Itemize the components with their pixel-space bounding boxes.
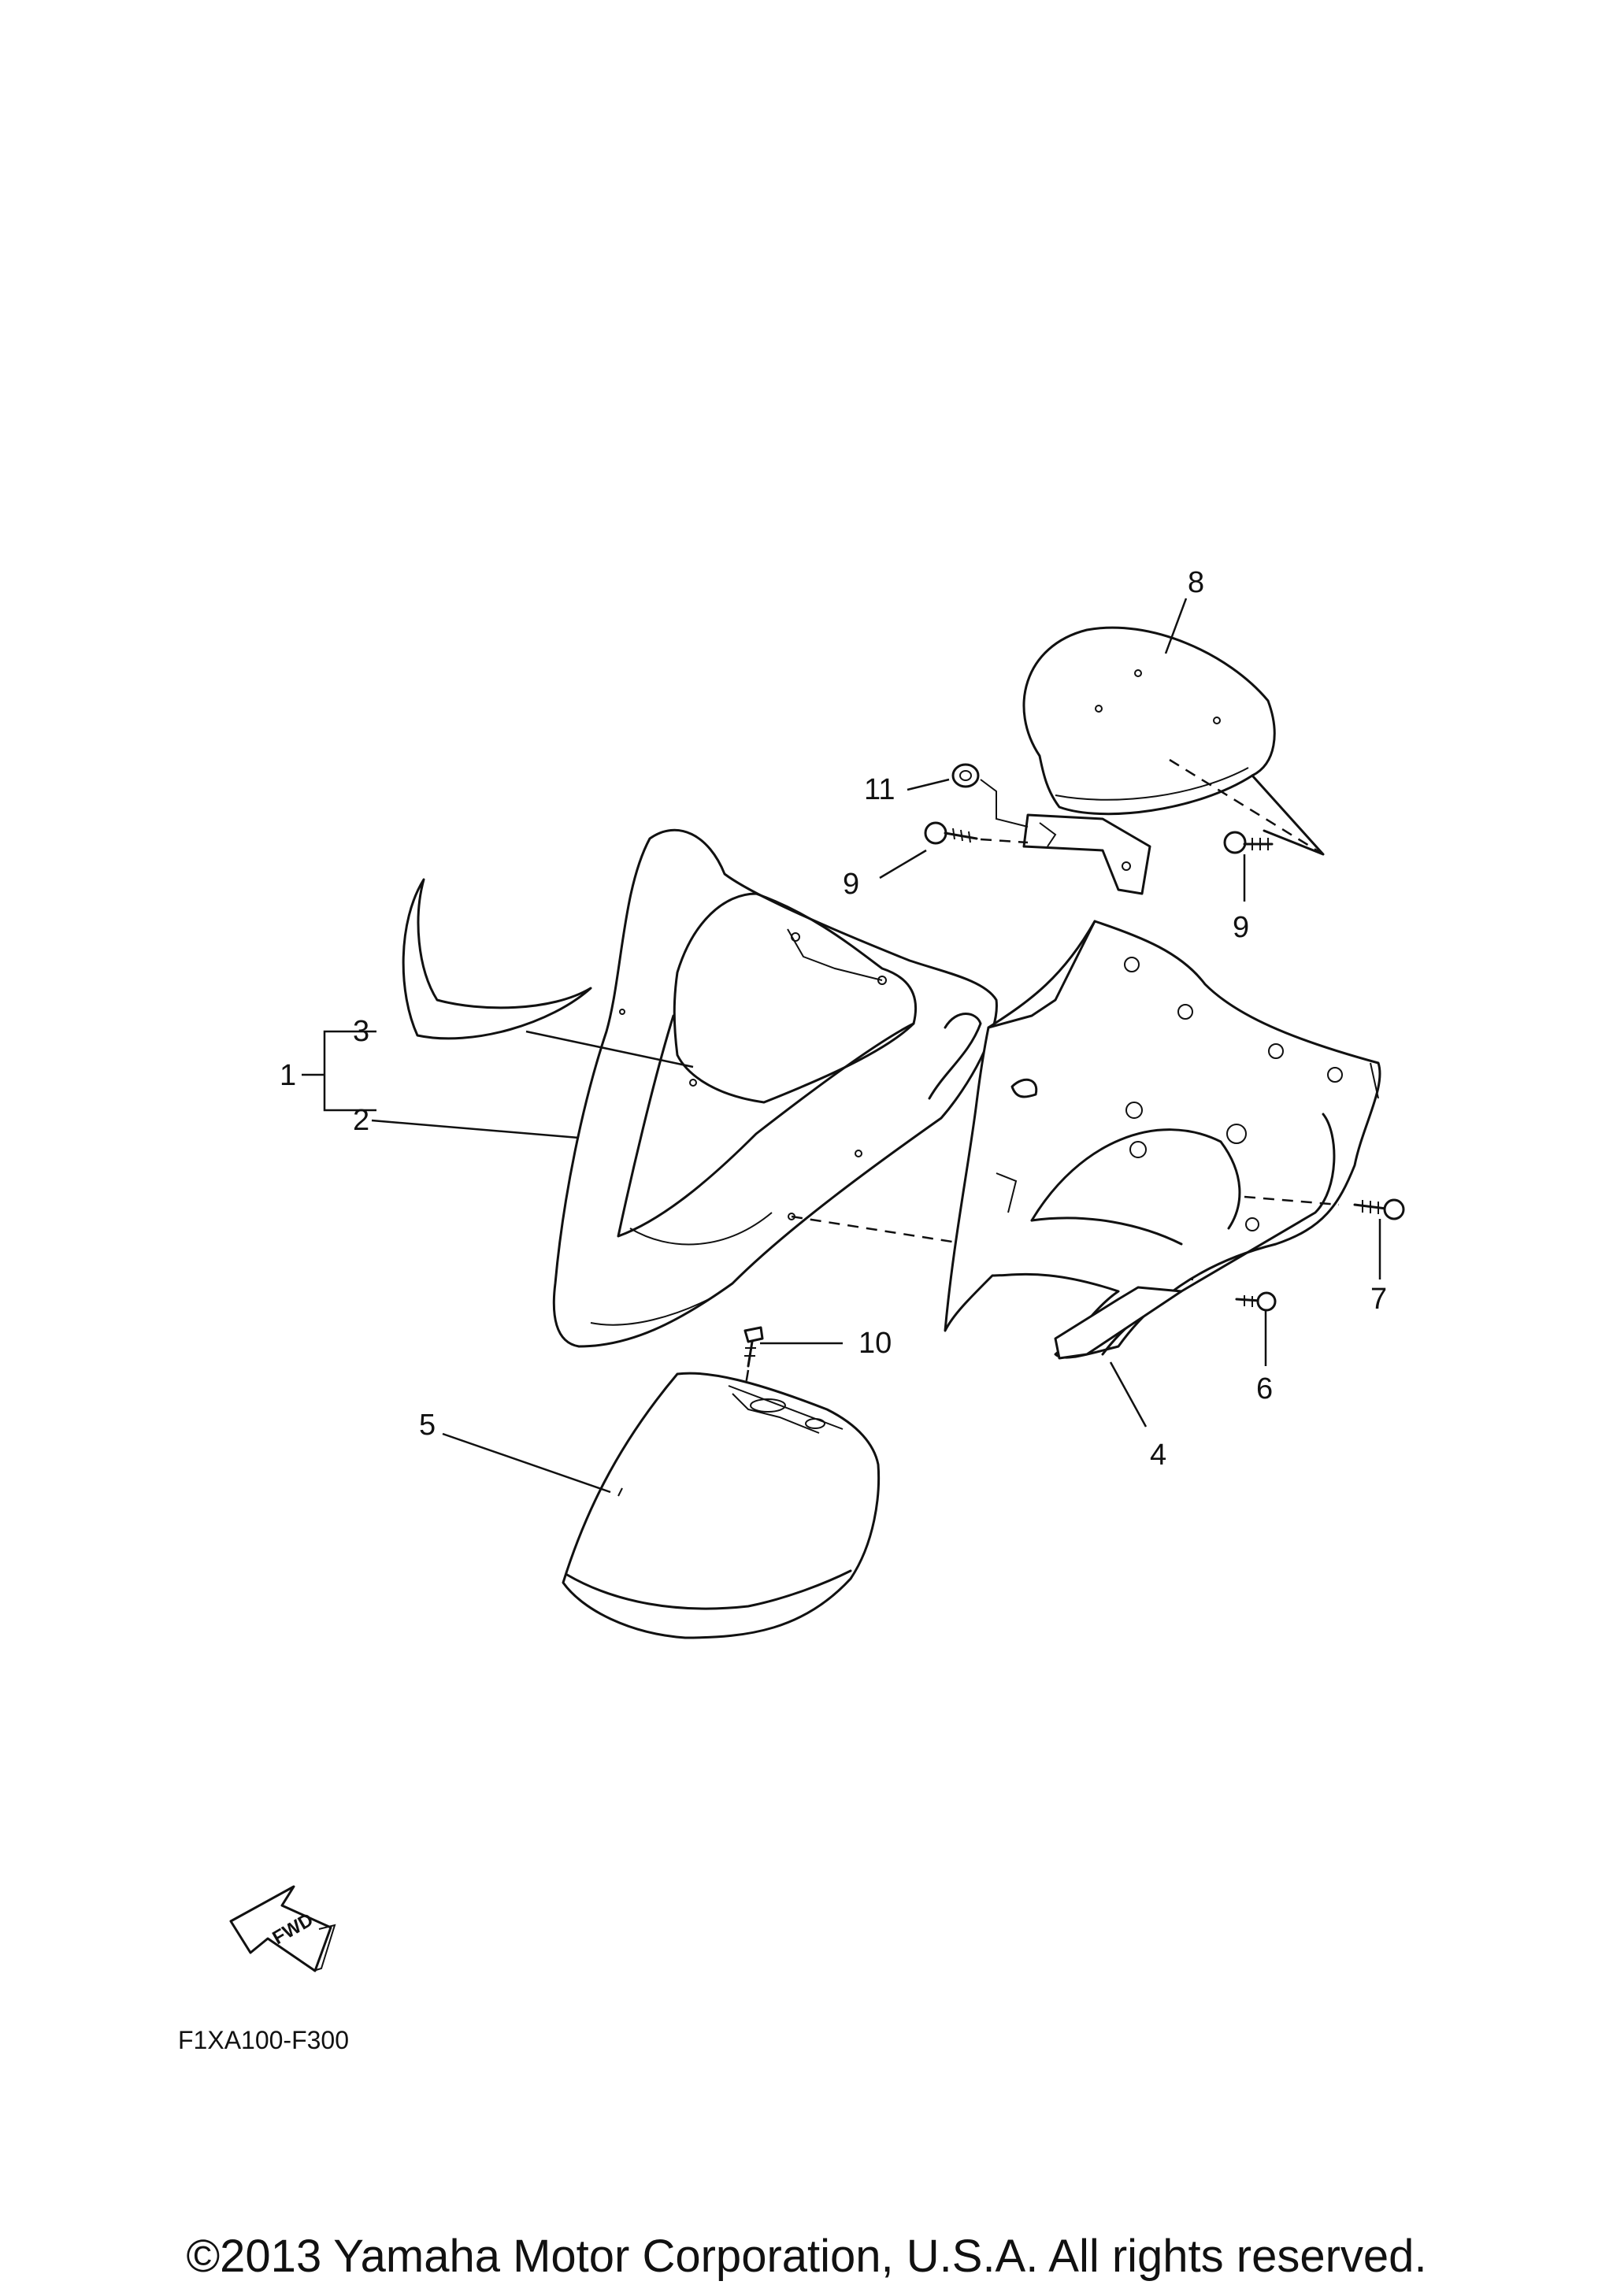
callout-9-right: 9 bbox=[1233, 911, 1249, 944]
callout-3: 3 bbox=[353, 1015, 369, 1048]
callout-6: 6 bbox=[1256, 1372, 1273, 1405]
callout-9-left: 9 bbox=[843, 868, 859, 901]
callout-7: 7 bbox=[1370, 1283, 1387, 1316]
callout-4: 4 bbox=[1150, 1439, 1166, 1472]
part-4-leg-shield[interactable] bbox=[944, 920, 1381, 1360]
part-9-bolt-right[interactable] bbox=[1223, 831, 1274, 854]
part-6-screw[interactable] bbox=[1235, 1291, 1277, 1312]
callout-numbers: 8 11 9 9 3 1 2 7 10 6 4 5 bbox=[280, 566, 1387, 1472]
leader-lines bbox=[302, 598, 1381, 1494]
callout-10: 10 bbox=[858, 1327, 892, 1360]
diagram-code: F1XA100-F300 bbox=[178, 2026, 349, 2054]
part-7-screw[interactable] bbox=[1353, 1198, 1405, 1220]
part-2-front-cover[interactable] bbox=[552, 828, 1194, 1348]
fwd-arrow-icon: FWD bbox=[229, 1885, 336, 1972]
part-11-grommet[interactable] bbox=[951, 763, 1029, 828]
callout-5: 5 bbox=[419, 1409, 436, 1442]
part-3-stripe[interactable] bbox=[402, 878, 592, 1040]
callout-11: 11 bbox=[864, 773, 895, 806]
bracket[interactable] bbox=[1022, 813, 1151, 895]
part-5-front-fender[interactable] bbox=[562, 1372, 881, 1639]
callout-8: 8 bbox=[1188, 566, 1204, 599]
part-9-bolt-left[interactable] bbox=[924, 821, 1029, 845]
callout-2: 2 bbox=[353, 1104, 369, 1137]
callout-1: 1 bbox=[280, 1059, 296, 1092]
part-8-upper-cover[interactable] bbox=[1022, 626, 1325, 856]
copyright-notice: ©2013 Yamaha Motor Corporation, U.S.A. A… bbox=[186, 2231, 1427, 2282]
